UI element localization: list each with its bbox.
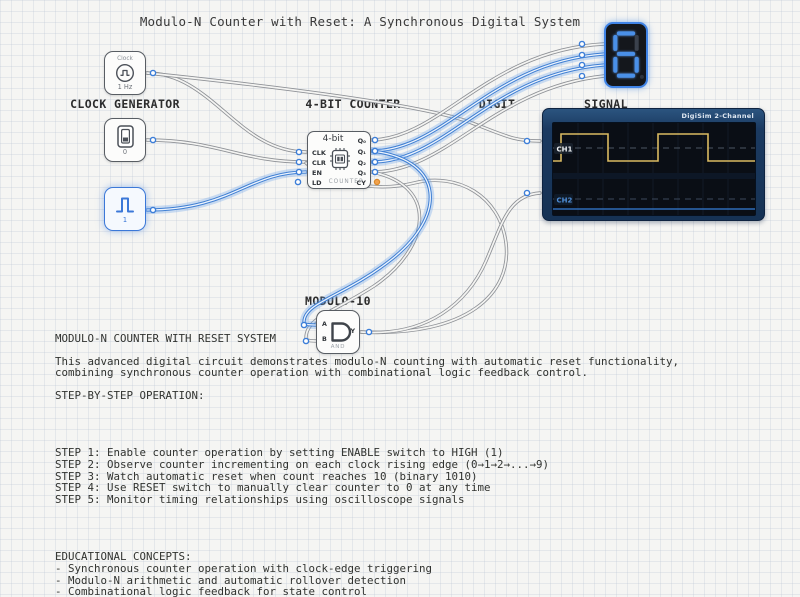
counter-q2-pin[interactable] [371,158,379,166]
and-gate-icon [331,322,352,342]
toggle-switch-icon [116,124,134,148]
clock-frequency: 1 Hz [117,82,133,91]
counter-clk-pin[interactable] [295,148,303,156]
modulo10-and-gate[interactable]: A B Y AND [316,310,360,354]
counter-input-clr: CLR [312,158,326,167]
counter-input-en: EN [312,168,322,177]
counter-input-clk: CLK [312,148,326,157]
enable-switch-value: 1 [122,216,128,224]
wire-q0-to-display [370,42,606,142]
gate-y-pin[interactable] [365,328,373,336]
scope-ch2-pin[interactable] [523,189,531,197]
ch1-label: CH1 [557,146,573,154]
gate-input-b-label: B [322,336,327,343]
counter-4bit[interactable]: 4-bit CLK CLR EN LD Q₀ Q₁ Q₂ Q₃ CY COUNT… [307,131,371,189]
wire-gate-y-to-scope-ch2 [359,191,542,335]
scope-ch1-pin[interactable] [523,137,531,145]
display-pin-2[interactable] [578,61,586,69]
wire-q1-to-display [368,50,608,155]
clock-label: Clock [117,55,133,62]
description-text: MODULO-N COUNTER WITH RESET SYSTEM This … [55,333,755,597]
steps-list [55,413,755,436]
counter-clr-pin[interactable] [295,158,303,166]
pulse-icon [116,197,134,213]
wire-clock-to-scope-ch1 [145,71,542,143]
clock-generator[interactable]: Clock 1 Hz [104,51,146,95]
enable-switch[interactable]: 1 [104,187,146,231]
reset-output-pin[interactable] [149,136,157,144]
oscilloscope[interactable]: DigiSim 2-Channel CH1 CH2 [542,108,765,221]
chip-icon [330,148,350,170]
counter-output-q2: Q₂ [357,158,366,167]
oscilloscope-title: DigiSim 2-Channel [681,112,754,120]
counter-cy-pin[interactable] [373,178,381,186]
counter-name: 4-bit [322,134,344,144]
counter-caption: COUNTER [328,179,364,185]
counter-output-cy: CY [356,178,366,187]
gate-input-a-label: A [322,321,327,328]
ch2-label: CH2 [557,197,573,205]
page-title: Modulo-N Counter with Reset: A Synchrono… [139,14,581,29]
steps-heading: STEP-BY-STEP OPERATION: [55,389,205,403]
concepts-block [55,517,755,540]
wire-reset-to-clr [145,138,308,164]
counter-output-q0: Q₀ [357,136,366,145]
counter-q1-pin[interactable] [371,147,379,155]
wire-enable-to-en [143,168,310,214]
gate-b-pin[interactable] [302,337,310,345]
counter-q3-pin[interactable] [371,168,379,176]
seven-segment-display[interactable] [604,22,648,88]
clock-icon [115,63,135,82]
enable-output-pin[interactable] [149,206,157,214]
clock-output-pin[interactable] [149,69,157,77]
digit-6-segments [613,31,644,79]
gate-output-y-label: Y [350,328,355,335]
counter-output-q1: Q₁ [357,147,366,156]
counter-en-pin[interactable] [295,168,303,176]
channel-separator [553,173,755,179]
display-pin-0[interactable] [578,40,586,48]
gate-type-caption: AND [330,344,346,350]
reset-switch[interactable]: 0 [104,118,146,162]
gate-a-pin[interactable] [300,321,308,329]
decimal-point [639,74,644,79]
system-title: MODULO-N COUNTER WITH RESET SYSTEM [55,332,277,345]
counter-q0-pin[interactable] [371,136,379,144]
oscilloscope-screen: CH1 CH2 [552,122,756,216]
signal-heading: SIGNAL [584,97,628,111]
display-pin-1[interactable] [578,51,586,59]
clock-generator-heading: CLOCK GENERATOR [70,97,180,111]
counter-input-ld: LD [312,178,322,187]
counter-output-q3: Q₃ [357,168,366,177]
reset-switch-value: 0 [122,147,128,156]
counter-ld-pin[interactable] [294,178,302,186]
display-pin-3[interactable] [578,72,586,80]
wire-q3-to-display [370,74,606,174]
